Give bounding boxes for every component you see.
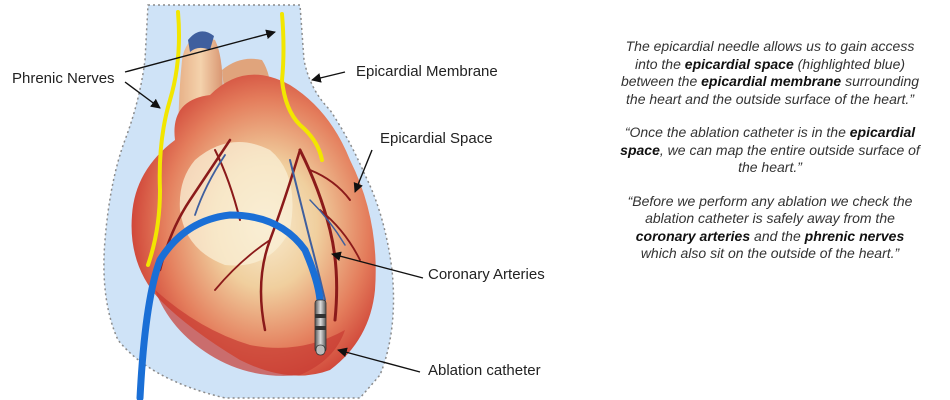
paragraph-3: “Before we perform any ablation we check… [620,193,920,263]
p1-text-e: surrounding the heart and the outside su… [626,73,920,107]
label-epicardial-space: Epicardial Space [380,130,493,147]
ablation-catheter [136,211,327,400]
heart-lower-red [155,290,345,376]
heart-diagram [103,4,424,400]
label-coronary-arteries: Coronary Arteries [428,266,545,283]
paragraph-1: The epicardial needle allows us to gain … [620,38,920,108]
phrenic-nerves [146,10,324,267]
p2-text-a: “Once the ablation catheter is in the [624,124,850,140]
p1-text-a: The epicardial needle allows us to gain … [625,38,915,72]
label-phrenic-nerves: Phrenic Nerves [12,70,115,87]
label-epicardial-membrane: Epicardial Membrane [356,63,498,80]
label-ablation-catheter: Ablation catheter [428,362,541,379]
p2-bold-epicardial-space: epicardial space [620,124,916,158]
p3-text-e: which also sit on the outside of the hea… [640,245,900,261]
p1-bold-epicardial-space: epicardial space [684,55,794,72]
p3-text-c: and the [750,227,805,244]
callout-arrows [124,29,424,373]
p1-bold-epicardial-membrane: epicardial membrane [701,73,842,89]
p3-bold-coronary-arteries: coronary arteries [635,227,751,244]
p3-text-a: “Before we perform any ablation we check… [627,192,913,227]
p2-text-c: , we can map the entire outside surface … [659,141,920,176]
p1-text-c: (highlighted blue) between the [620,55,906,90]
description-panel: The epicardial needle allows us to gain … [620,38,920,279]
paragraph-2: “Once the ablation catheter is in the ep… [620,124,920,177]
p3-bold-phrenic-nerves: phrenic nerves [804,227,905,244]
